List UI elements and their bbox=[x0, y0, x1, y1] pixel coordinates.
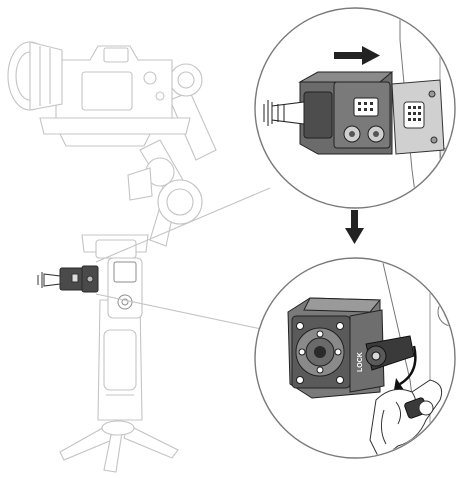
gimbal-stabilizer-icon bbox=[7, 41, 271, 473]
hand-icon bbox=[369, 379, 443, 457]
step-1-callout bbox=[254, 7, 456, 209]
lock-knob-icon bbox=[365, 335, 415, 371]
lock-arrow-icon bbox=[394, 345, 417, 390]
step-2-callout: LOCK bbox=[254, 257, 456, 459]
focus-motor-icon bbox=[37, 265, 99, 293]
lock-marking: LOCK bbox=[357, 352, 364, 372]
arrow-down-icon bbox=[345, 210, 364, 244]
camera-icon bbox=[7, 41, 173, 119]
arrow-right-icon bbox=[334, 46, 380, 65]
